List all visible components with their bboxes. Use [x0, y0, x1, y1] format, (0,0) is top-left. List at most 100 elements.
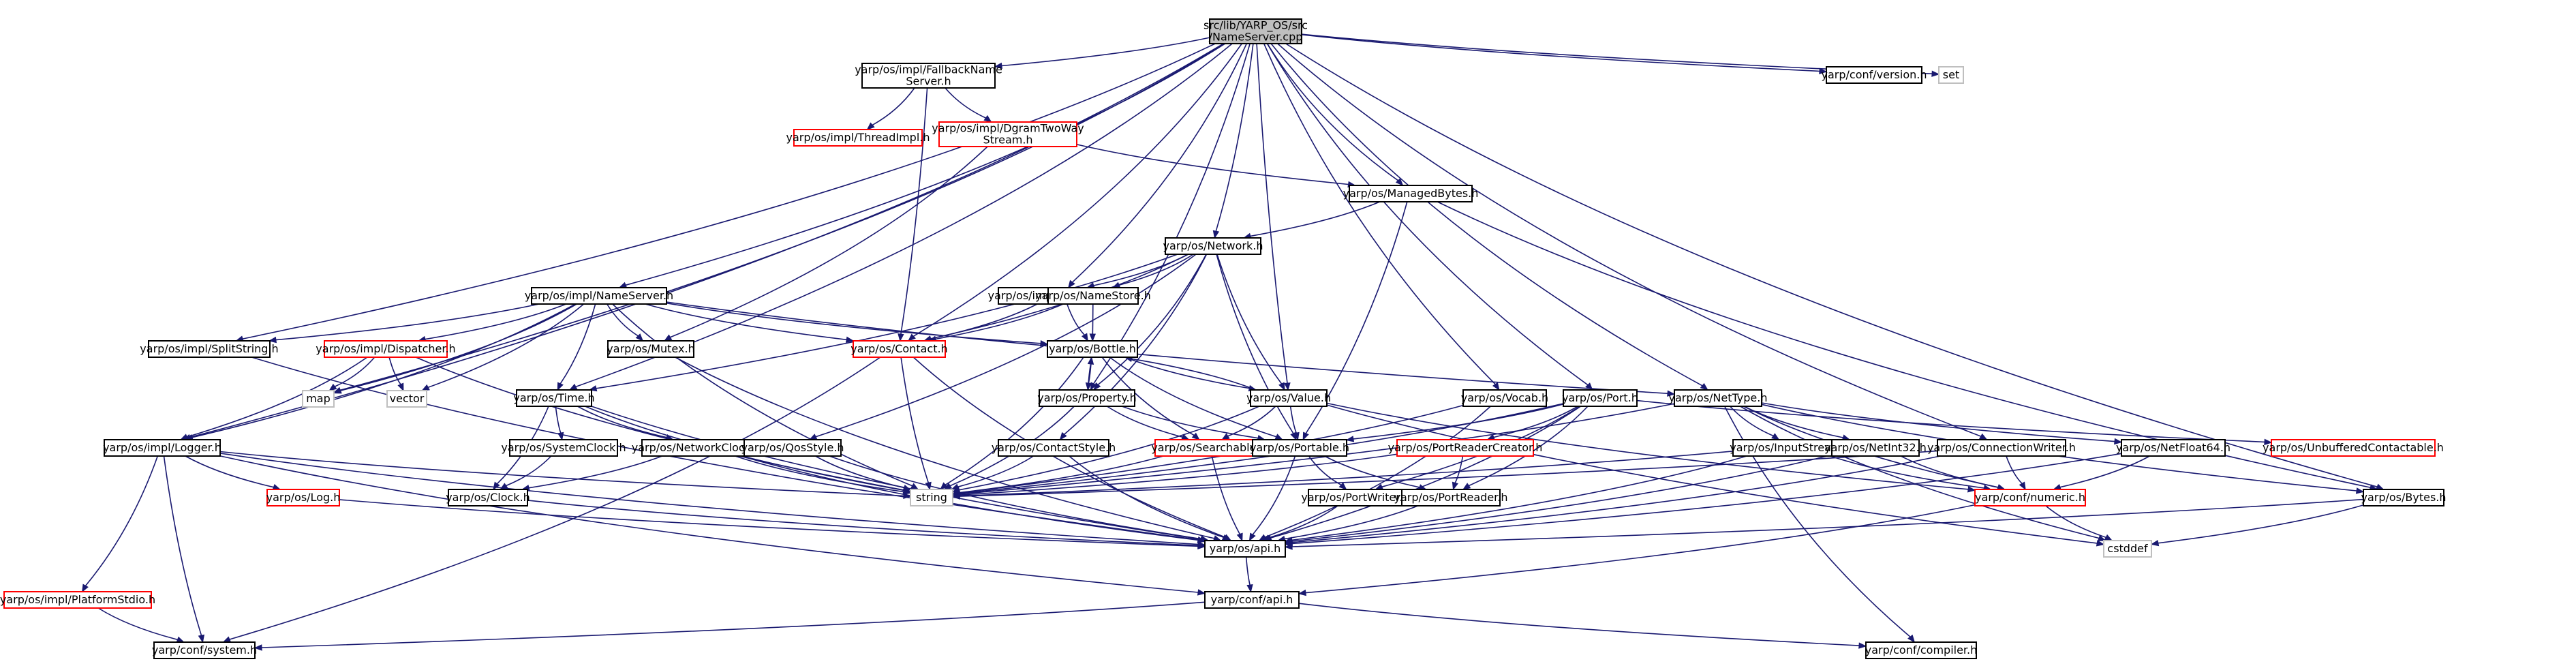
arrowhead-icon: [557, 432, 564, 441]
node-portreader[interactable]: yarp/os/PortReader.h: [1394, 489, 1508, 506]
edge-root-to-managedbytes: [1267, 43, 1404, 186]
node-confapi[interactable]: yarp/conf/api.h: [1204, 591, 1300, 609]
node-label: yarp/os/impl/SplitString.h: [140, 342, 278, 355]
node-searchable[interactable]: yarp/os/Searchable.h: [1151, 439, 1267, 457]
node-version[interactable]: yarp/conf/version.h: [1822, 66, 1927, 84]
edge-fallback-to-threadimpl: [866, 87, 915, 130]
node-networkclock[interactable]: yarp/os/NetworkClock.h: [632, 439, 761, 457]
edge-line: [1830, 455, 1984, 489]
node-box: [324, 340, 448, 358]
node-label: Server.h: [906, 75, 951, 88]
node-namestore[interactable]: yarp/os/NameStore.h: [1035, 287, 1151, 305]
edge-logger-to-api: [219, 453, 1206, 548]
node-port[interactable]: yarp/os/Port.h: [1562, 389, 1638, 407]
edge-line: [339, 499, 1199, 547]
edge-nameserver-to-contact: [645, 303, 855, 343]
node-network[interactable]: yarp/os/Network.h: [1163, 237, 1263, 255]
edge-line: [1124, 357, 1250, 389]
node-nettype[interactable]: yarp/os/NetType.h: [1669, 389, 1768, 407]
node-portwriter[interactable]: yarp/os/PortWriter.h: [1301, 489, 1410, 506]
edge-nameconfig-to-bottle: [1067, 303, 1088, 342]
node-label: yarp/os/PortReader.h: [1394, 491, 1507, 504]
node-nameserver[interactable]: yarp/os/impl/NameServer.h: [525, 287, 673, 305]
edge-line: [1266, 43, 1589, 386]
edge-line: [555, 406, 562, 434]
node-value[interactable]: yarp/os/Value.h: [1246, 389, 1331, 407]
arrowhead-icon: [222, 636, 232, 643]
edge-fallback-to-contact: [898, 87, 928, 342]
edge-line: [1069, 455, 1224, 539]
edge-property-to-portable: [1122, 406, 1266, 442]
node-label: yarp/os/PortWriter.h: [1301, 491, 1409, 504]
node-vocab[interactable]: yarp/os/Vocab.h: [1461, 389, 1548, 407]
edge-line: [1076, 144, 1349, 185]
node-mutex[interactable]: yarp/os/Mutex.h: [607, 340, 695, 358]
node-time[interactable]: yarp/os/Time.h: [513, 389, 595, 407]
node-dispatcher[interactable]: yarp/os/impl/Dispatcher.h: [316, 340, 456, 358]
node-box: [1047, 287, 1139, 305]
edge-line: [219, 453, 1199, 545]
node-clock[interactable]: yarp/os/Clock.h: [446, 489, 530, 506]
node-label: yarp/os/ContactStyle.h: [992, 441, 1116, 454]
arrowhead-icon: [1093, 382, 1101, 391]
node-portable[interactable]: yarp/os/Portable.h: [1250, 439, 1349, 457]
edge-line: [872, 87, 915, 126]
node-inputstream[interactable]: yarp/os/InputStream.h: [1730, 439, 1852, 457]
node-system[interactable]: yarp/conf/system.h: [152, 641, 257, 659]
node-label: yarp/os/PortReaderCreator.h: [1388, 441, 1543, 454]
node-contact[interactable]: yarp/os/Contact.h: [850, 340, 948, 358]
node-label: yarp/conf/version.h: [1822, 68, 1927, 81]
node-threadimpl[interactable]: yarp/os/impl/ThreadImpl.h: [786, 129, 930, 147]
node-property[interactable]: yarp/os/Property.h: [1037, 389, 1137, 407]
edge-portable-to-api: [1248, 455, 1296, 542]
arrowhead-icon: [1087, 356, 1094, 365]
node-box: [1974, 489, 2086, 506]
node-logger[interactable]: yarp/os/impl/Logger.h: [103, 439, 221, 457]
node-netfloat64[interactable]: yarp/os/NetFloat64.h: [2116, 439, 2230, 457]
edge-line: [1291, 454, 1833, 542]
node-box: [1047, 340, 1138, 358]
node-unbufferedcontactable[interactable]: yarp/os/UnbufferedContactable.h: [2263, 439, 2444, 457]
edge-line: [959, 453, 1398, 496]
edge-line: [219, 455, 1199, 593]
node-splitstring[interactable]: yarp/os/impl/SplitString.h: [140, 340, 279, 358]
edge-line: [1493, 406, 1578, 438]
node-label: vector: [390, 392, 425, 405]
edge-namestore-to-bottle: [1089, 303, 1097, 342]
arrowhead-icon: [1212, 230, 1220, 239]
edge-line: [666, 302, 1041, 344]
node-label: yarp/os/NetInt32.h: [1824, 441, 1927, 454]
node-managedbytes[interactable]: yarp/os/ManagedBytes.h: [1343, 185, 1479, 202]
edge-line: [427, 303, 585, 389]
arrowhead-icon: [1221, 433, 1230, 440]
arrowhead-icon: [902, 484, 912, 491]
node-bottle[interactable]: yarp/os/Bottle.h: [1047, 340, 1138, 358]
arrowhead-icon: [983, 115, 992, 123]
edge-line: [163, 455, 202, 636]
node-log[interactable]: yarp/os/Log.h: [266, 489, 341, 506]
node-label: yarp/os/impl/ThreadImpl.h: [786, 131, 930, 144]
node-bytes[interactable]: yarp/os/Bytes.h: [2361, 489, 2447, 506]
node-contactstyle[interactable]: yarp/os/ContactStyle.h: [992, 439, 1116, 457]
node-connectionwriter[interactable]: yarp/os/ConnectionWriter.h: [1927, 439, 2076, 457]
arrowhead-icon: [1338, 482, 1347, 490]
node-portreadercreator[interactable]: yarp/os/PortReaderCreator.h: [1388, 439, 1543, 457]
edge-line: [85, 455, 159, 586]
node-qosstyle[interactable]: yarp/os/QosStyle.h: [741, 439, 844, 457]
arrowhead-icon: [663, 334, 673, 342]
node-api[interactable]: yarp/os/api.h: [1204, 540, 1286, 558]
node-netint32[interactable]: yarp/os/NetInt32.h: [1824, 439, 1927, 457]
edge-line: [1326, 404, 2098, 544]
arrowhead-icon: [940, 482, 948, 490]
node-numeric[interactable]: yarp/conf/numeric.h: [1974, 489, 2086, 506]
node-box: [104, 439, 221, 457]
edge-line: [1106, 406, 1183, 438]
node-compiler[interactable]: yarp/conf/compiler.h: [1865, 641, 1978, 659]
arrowhead-icon: [1059, 432, 1067, 441]
node-systemclock[interactable]: yarp/os/SystemClock.h: [501, 439, 626, 457]
node-platformstdio[interactable]: yarp/os/impl/PlatformStdio.h: [0, 591, 155, 609]
edge-nettype-to-netfloat64: [1761, 402, 2123, 445]
arrowhead-icon: [176, 636, 185, 643]
